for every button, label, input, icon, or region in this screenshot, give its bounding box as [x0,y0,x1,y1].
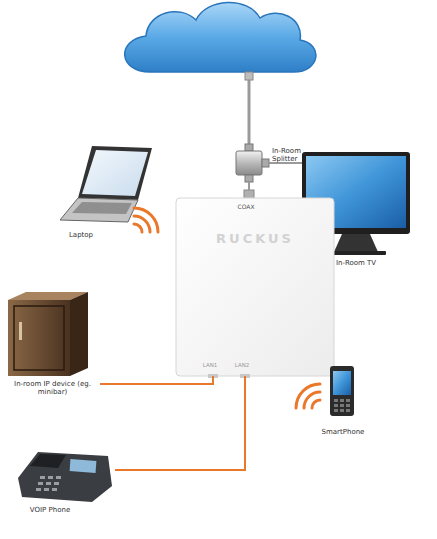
tv-stand [334,234,378,252]
smartphone-node: SmartPhone [318,362,368,440]
phone-body [18,452,112,502]
node-label: In-Room TV [300,259,412,267]
cable-connector [100,376,213,384]
laptop-base [60,198,138,222]
internet-cloud [125,2,316,72]
splitter-port [245,175,253,182]
minibar-door [14,306,64,370]
laptop-screen [82,150,148,196]
minibar-node: In-room IP device (eg. minibar) [5,288,100,400]
access-point-body [176,198,334,376]
smartphone-keys [334,399,350,412]
node-label: LAN2 [230,362,254,368]
wifi-waves [296,384,320,408]
tv-base [326,251,386,255]
splitter-body [236,151,262,175]
cable-connector [115,376,245,470]
node-label: In-Room Splitter [272,147,316,163]
splitter-port [245,144,253,151]
phone-display [70,459,97,473]
laptop-node: Laptop [56,143,156,243]
smartphone-body [330,366,354,416]
phone-handset [30,454,66,468]
tv-node: In-Room TV [300,150,412,272]
coax-cable [248,72,251,146]
splitter-port [262,159,269,167]
minibar-side [70,292,88,376]
laptop-keyboard [72,202,132,214]
node-label: In-room IP device (eg. minibar) [5,380,100,396]
wifi-waves [134,208,158,232]
minibar-handle [19,322,22,340]
node-label: SmartPhone [308,428,378,436]
cable-connector [245,72,253,80]
voip-phone-node: VOIP Phone [15,446,115,518]
cable-connector [248,182,250,190]
smartphone-screen [333,371,351,395]
node-label: VOIP Phone [15,506,85,514]
node-label: RUCKUS [176,232,334,247]
node-label: LAN1 [198,362,222,368]
phone-keys [36,476,61,491]
node-label: Laptop [56,231,106,239]
access-point-node: COAX RUCKUS LAN1 LAN2 [176,198,334,376]
laptop-lid [78,146,152,200]
splitter-node: In-Room Splitter [236,151,262,175]
node-label: COAX [226,204,266,211]
minibar-front [8,300,70,376]
